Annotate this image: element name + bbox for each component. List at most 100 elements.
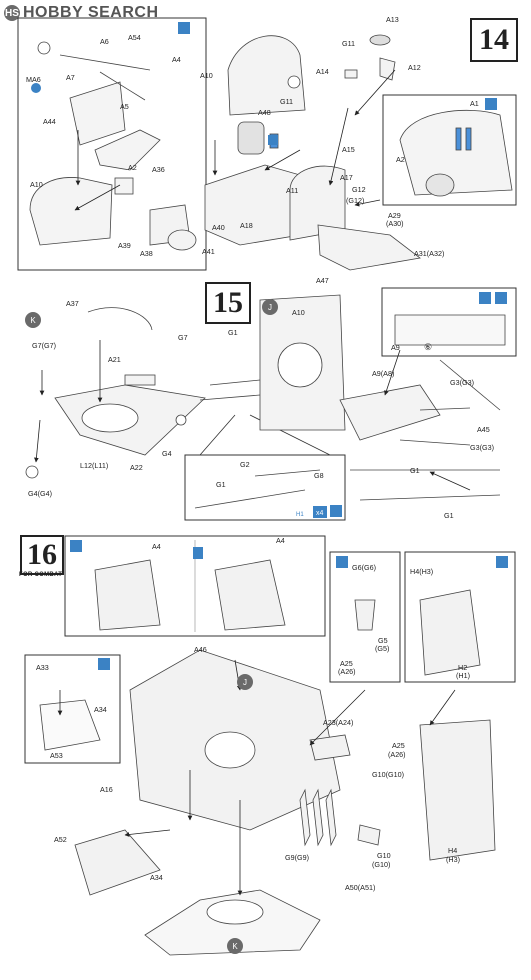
- svg-text:A41: A41: [202, 247, 215, 256]
- svg-text:A17: A17: [340, 173, 353, 182]
- svg-text:(G10): (G10): [372, 860, 390, 869]
- circled-6-label: ⑥: [424, 342, 432, 352]
- svg-text:A34: A34: [150, 873, 163, 882]
- svg-text:A29: A29: [388, 211, 401, 220]
- svg-text:H2: H2: [458, 663, 467, 672]
- paint-drop-icon: [31, 83, 41, 93]
- svg-text:A45: A45: [477, 425, 490, 434]
- step-16-shield-box: [24, 654, 121, 764]
- glue-icon: [485, 98, 497, 110]
- svg-text:A2: A2: [396, 155, 405, 164]
- hobby-search-logo: HS HOBBY SEARCH: [4, 3, 159, 23]
- glue-icon: [496, 556, 508, 568]
- svg-text:(H1): (H1): [456, 671, 470, 680]
- svg-text:G9(G9): G9(G9): [285, 853, 309, 862]
- svg-text:A6: A6: [100, 37, 109, 46]
- svg-text:A10: A10: [30, 180, 43, 189]
- svg-text:G6(G6): G6(G6): [352, 563, 376, 572]
- marker-k-top: K: [25, 312, 41, 328]
- step-14-main-parts: [149, 34, 421, 271]
- glue-icon: [495, 292, 507, 304]
- svg-text:A10: A10: [200, 71, 213, 80]
- svg-text:G3(G3): G3(G3): [450, 378, 474, 387]
- svg-text:A5: A5: [120, 102, 129, 111]
- svg-text:A25: A25: [392, 741, 405, 750]
- glue-icons: [31, 22, 508, 670]
- svg-text:(A26): (A26): [338, 667, 356, 676]
- svg-text:A50(A51): A50(A51): [345, 883, 375, 892]
- step-16-arrows: [57, 659, 456, 896]
- svg-text:G5: G5: [378, 636, 388, 645]
- step-14-left-parts: [29, 41, 161, 246]
- svg-text:A9(A8): A9(A8): [372, 369, 394, 378]
- svg-text:G4(G4): G4(G4): [28, 489, 52, 498]
- svg-text:A53: A53: [50, 751, 63, 760]
- svg-text:(H3): (H3): [446, 855, 460, 864]
- svg-text:L12(L11): L12(L11): [80, 461, 108, 470]
- svg-text:A33: A33: [36, 663, 49, 672]
- svg-text:MA6: MA6: [26, 75, 41, 84]
- svg-text:A10: A10: [292, 308, 305, 317]
- glue-icon: [70, 540, 82, 552]
- svg-text:A54: A54: [128, 33, 141, 42]
- h1-ref-label: H1: [296, 512, 304, 518]
- svg-text:(G5): (G5): [375, 644, 389, 653]
- step-15-number: 15: [205, 282, 251, 324]
- glue-icon: [178, 22, 190, 34]
- svg-text:(A30): (A30): [386, 219, 404, 228]
- svg-text:A44: A44: [43, 117, 56, 126]
- svg-text:A15: A15: [342, 145, 355, 154]
- step-16-parts: [39, 559, 496, 956]
- quantity-x4-icon: [313, 506, 327, 518]
- logo-text: HOBBY SEARCH: [23, 4, 159, 21]
- glue-icon: [98, 658, 110, 670]
- step-15-parts: [25, 294, 506, 509]
- glue-icon: [336, 556, 348, 568]
- svg-text:A34: A34: [94, 705, 107, 714]
- svg-text:G2: G2: [240, 460, 250, 469]
- step-16-note: FOR COMBAT: [19, 572, 63, 578]
- svg-text:(G12): (G12): [346, 196, 364, 205]
- svg-text:A18: A18: [240, 221, 253, 230]
- svg-text:G11: G11: [280, 97, 293, 106]
- step-15-gun-detail-box: [184, 454, 346, 521]
- svg-text:A16: A16: [100, 785, 113, 794]
- step-16-gun-detail-box: [64, 535, 326, 637]
- svg-text:G1: G1: [410, 466, 420, 475]
- svg-text:G12: G12: [352, 185, 366, 194]
- step-16-plate-box: [404, 551, 516, 683]
- rotate-icon: [193, 547, 203, 559]
- svg-text:G11: G11: [342, 39, 355, 48]
- marker-j-step15: J: [262, 299, 278, 315]
- svg-text:A14: A14: [316, 67, 329, 76]
- svg-text:A38: A38: [140, 249, 153, 258]
- part-labels: A4 A54 A6 A7 MA6 A5 A44 A2 A36 A10 A10 A…: [26, 15, 494, 892]
- svg-text:A13: A13: [386, 15, 399, 24]
- svg-text:G1: G1: [444, 511, 454, 520]
- svg-text:A47: A47: [316, 276, 329, 285]
- svg-text:J: J: [243, 678, 247, 687]
- svg-text:A25: A25: [340, 659, 353, 668]
- step-15-arrows: [34, 340, 471, 491]
- svg-text:A1: A1: [470, 99, 479, 108]
- glue-icon: [330, 505, 342, 517]
- decal-icon: [268, 135, 278, 145]
- step-14-number: 14: [470, 18, 518, 62]
- svg-text:K: K: [30, 316, 36, 325]
- svg-text:A11: A11: [286, 186, 298, 195]
- step-14-arrows: [74, 69, 396, 211]
- svg-text:A31(A32): A31(A32): [414, 249, 444, 258]
- svg-text:A7: A7: [66, 73, 75, 82]
- svg-text:A21: A21: [108, 355, 121, 364]
- svg-text:G10: G10: [377, 851, 391, 860]
- svg-text:A12: A12: [408, 63, 421, 72]
- svg-text:K: K: [232, 942, 238, 951]
- paint-star-icon: [479, 292, 491, 304]
- svg-text:G7(G7): G7(G7): [32, 341, 56, 350]
- step-14-inset-box: [382, 94, 517, 206]
- svg-text:G10(G10): G10(G10): [372, 770, 404, 779]
- svg-text:A22: A22: [130, 463, 143, 472]
- logo-mark-icon: HS: [4, 5, 20, 21]
- svg-text:A37: A37: [66, 299, 79, 308]
